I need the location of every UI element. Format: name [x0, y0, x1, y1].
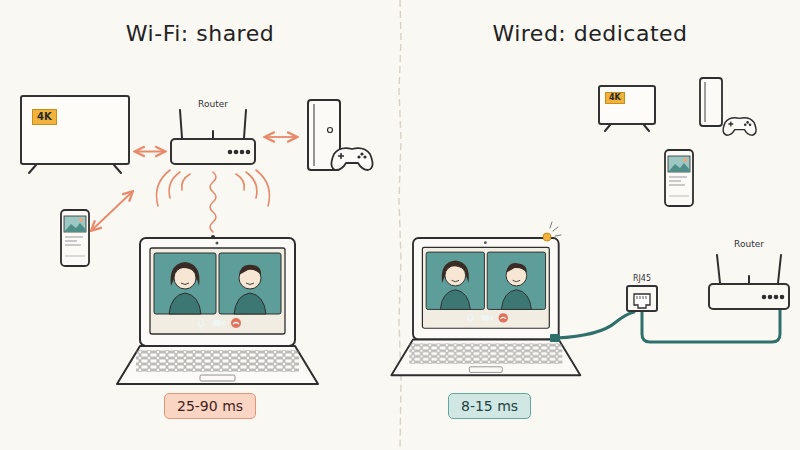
wifi-waves: [157, 170, 270, 232]
phone-right: [665, 150, 693, 206]
router-box: Router: [170, 138, 256, 165]
phone-left: [61, 210, 89, 266]
cable-plug: [550, 334, 560, 342]
device-label: RJ45: [633, 274, 651, 284]
laptop-left: [117, 238, 318, 384]
divider: [399, 0, 401, 450]
panel-title: Wi-Fi: shared: [126, 20, 274, 48]
latency-pill: 25-90 ms: [164, 393, 256, 419]
ethernet-cable: [642, 310, 780, 342]
tv-screen: 4K: [20, 95, 130, 165]
rj45-socket: [634, 294, 650, 308]
latency-value: 25-90 ms: [177, 398, 243, 414]
latency-pill: 8-15 ms: [448, 393, 531, 419]
laptop-right: [391, 238, 580, 375]
console-right: [700, 78, 756, 135]
tv-screen: 4K: [598, 85, 656, 125]
resolution-badge: 4K: [32, 109, 57, 125]
router-box: Router: [708, 283, 790, 310]
notification-dot: [543, 222, 561, 241]
latency-value: 8-15 ms: [461, 398, 518, 414]
wifi-link: [136, 151, 164, 153]
panel-title: Wired: dedicated: [492, 20, 687, 48]
rj45-port: RJ45: [626, 285, 658, 312]
ethernet-cable: [556, 312, 634, 338]
console-left: [308, 100, 373, 170]
device-label: Router: [734, 239, 764, 250]
device-label: Router: [198, 99, 228, 110]
resolution-badge: 4K: [605, 92, 625, 104]
